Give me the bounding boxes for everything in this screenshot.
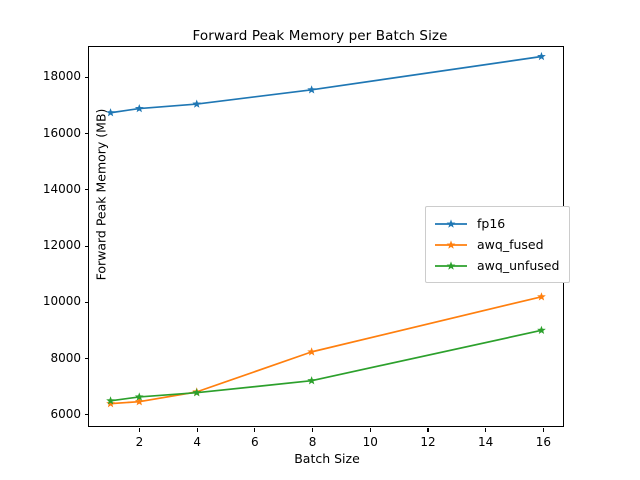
y-tick-label: 14000: [42, 181, 81, 196]
series-line: [109, 295, 543, 405]
chart-title: Forward Peak Memory per Batch Size: [192, 28, 448, 44]
data-point-marker: [307, 376, 316, 385]
data-point-marker: [134, 397, 144, 406]
data-point-marker: [307, 347, 316, 356]
x-tick-label: 10: [362, 435, 378, 449]
data-point-marker: [192, 99, 202, 108]
legend-swatch-icon: [434, 259, 468, 273]
data-point-marker: [307, 85, 316, 94]
data-point-marker: [134, 103, 144, 113]
y-tick-mark: [85, 76, 89, 78]
x-tick-label: 6: [251, 435, 259, 449]
y-tick-label: 6000: [50, 406, 81, 421]
x-tick-mark: [369, 428, 371, 432]
x-tick-label: 16: [535, 435, 551, 449]
data-point-marker: [106, 399, 115, 408]
x-axis-label: Batch Size: [294, 451, 360, 466]
x-tick-mark: [542, 428, 544, 432]
y-tick-mark: [85, 414, 89, 416]
y-tick-mark: [85, 358, 89, 360]
x-tick-label: 12: [420, 435, 436, 449]
data-point-marker: [537, 325, 546, 335]
y-tick-label: 10000: [42, 294, 81, 309]
series-line: [109, 329, 543, 402]
legend-swatch-icon: [434, 238, 468, 252]
legend-item-fp16[interactable]: fp16: [434, 213, 559, 234]
legend-label: fp16: [477, 216, 506, 231]
y-tick-label: 16000: [42, 125, 81, 140]
y-tick-mark: [85, 301, 89, 303]
x-tick-label: 4: [193, 435, 201, 449]
plot-lines: [106, 51, 546, 408]
plot-area: Forward Peak Memory (MB) Batch Size 6000…: [43, 46, 571, 466]
legend-item-awq_fused[interactable]: awq_fused: [434, 234, 559, 255]
y-tick-mark: [85, 189, 89, 191]
y-tick-label: 12000: [42, 238, 81, 253]
x-tick-mark: [427, 428, 429, 432]
legend-label: awq_fused: [477, 237, 544, 252]
legend: fp16 awq_fused awq_unfused: [425, 206, 571, 283]
data-point-marker: [537, 51, 546, 61]
y-tick-mark: [85, 133, 89, 135]
data-point-marker: [106, 396, 115, 405]
data-point-marker: [134, 392, 144, 401]
x-tick-mark: [138, 428, 141, 432]
x-tick-mark: [312, 428, 314, 432]
y-tick-label: 8000: [50, 350, 81, 365]
x-tick-mark: [485, 428, 487, 432]
series-line: [109, 55, 543, 114]
series-awq_unfused: [106, 325, 546, 405]
y-tick-mark: [85, 245, 89, 247]
data-point-marker: [537, 292, 546, 301]
data-point-marker: [106, 108, 115, 117]
x-tick-label: 14: [478, 435, 494, 449]
series-fp16: [106, 51, 546, 117]
x-tick-mark: [254, 428, 256, 432]
legend-swatch-icon: [434, 217, 468, 231]
legend-label: awq_unfused: [477, 258, 560, 273]
y-tick-label: 18000: [42, 69, 81, 84]
legend-item-awq_unfused[interactable]: awq_unfused: [434, 255, 559, 276]
x-tick-label: 2: [135, 435, 144, 449]
data-point-marker: [192, 388, 202, 397]
x-tick-label: 8: [308, 435, 317, 449]
series-awq_fused: [106, 292, 546, 408]
x-tick-mark: [196, 428, 198, 432]
